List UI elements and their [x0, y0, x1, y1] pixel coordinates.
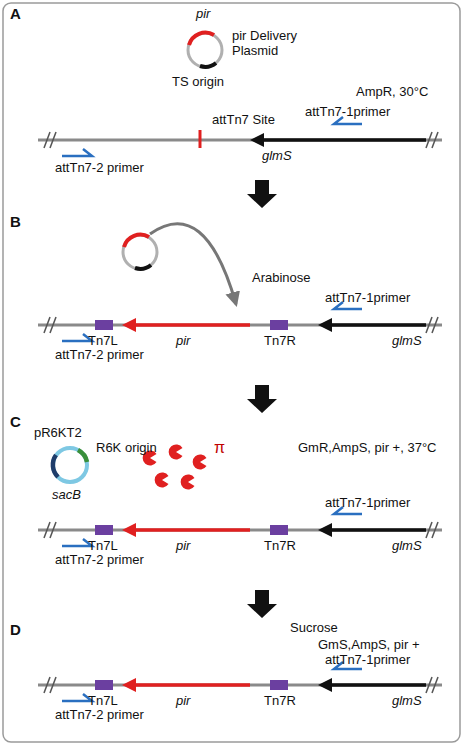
condition-label: GmR,AmpS, pir +, 37°C	[298, 440, 448, 455]
element-label: Tn7R	[264, 538, 296, 553]
element-label: Tn7L	[88, 333, 118, 348]
panel-letter: B	[10, 214, 21, 229]
panel-letter: A	[10, 6, 21, 21]
inducer-label: Arabinose	[252, 270, 311, 285]
primer-label: attTn7-2 primer	[55, 160, 144, 175]
element-label: Tn7R	[264, 333, 296, 348]
gene-name: glmS	[392, 693, 422, 708]
condition-label: GmS,AmpS, pir +	[318, 637, 420, 652]
panel-letter: D	[10, 622, 21, 637]
gene-name: glmS	[392, 333, 422, 348]
plasmid-label: pR6KT2	[34, 425, 82, 440]
primer-label: attTn7-2 primer	[55, 347, 144, 362]
primer-label: attTn7-1primer	[325, 290, 410, 305]
selection-label: Sucrose	[290, 620, 338, 635]
gene-name: pir	[196, 6, 210, 21]
element-label: Tn7R	[264, 693, 296, 708]
protein-symbol: π	[214, 440, 225, 455]
primer-label: attTn7-1primer	[325, 652, 410, 667]
panel-letter: C	[10, 414, 21, 429]
gene-name: pir	[176, 333, 190, 348]
origin-label: R6K origin	[96, 440, 157, 455]
gene-name: glmS	[262, 148, 292, 163]
plasmid-label: pir Delivery Plasmid	[232, 28, 314, 58]
primer-label: attTn7-2 primer	[55, 707, 144, 722]
primer-label: attTn7-1primer	[325, 495, 410, 510]
gene-name: pir	[176, 693, 190, 708]
gene-name: sacB	[52, 487, 81, 502]
condition-label: AmpR, 30°C	[356, 84, 428, 99]
gene-name: pir	[176, 538, 190, 553]
primer-label: attTn7-1primer	[305, 104, 390, 119]
origin-label: TS origin	[172, 74, 224, 89]
gene-name: glmS	[392, 538, 422, 553]
element-label: Tn7L	[88, 693, 118, 708]
element-label: Tn7L	[88, 538, 118, 553]
site-label: attTn7 Site	[212, 112, 275, 127]
primer-label: attTn7-2 primer	[55, 552, 144, 567]
